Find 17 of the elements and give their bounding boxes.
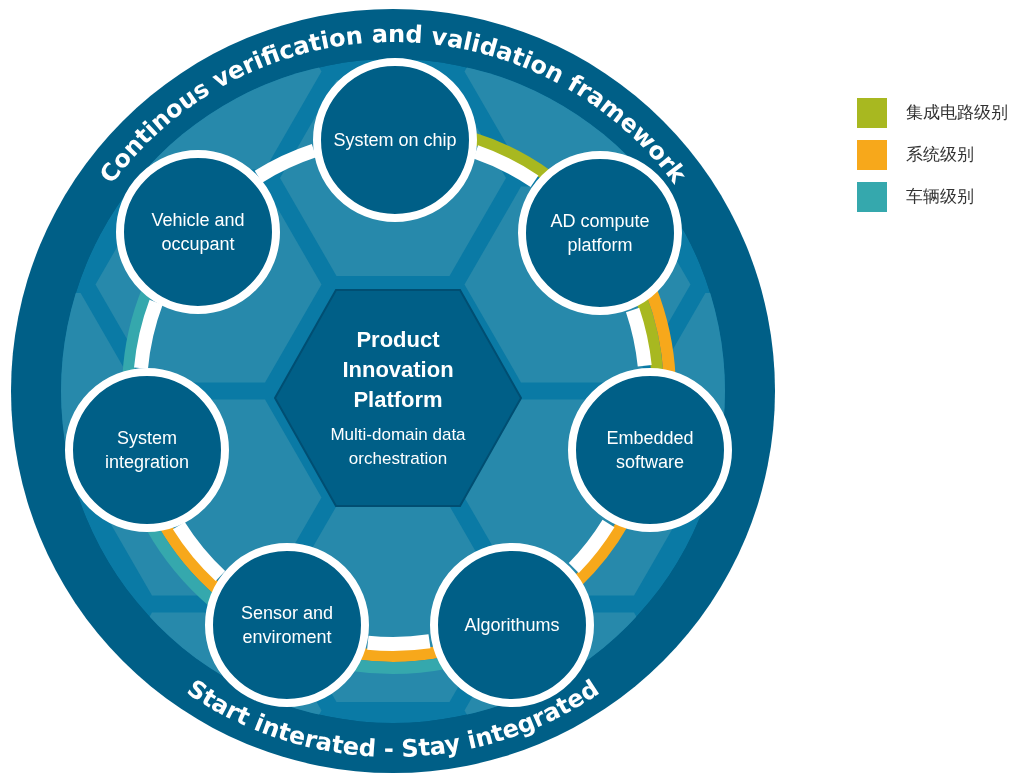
node-label: System integration [103, 427, 191, 474]
ring-connector [568, 519, 615, 573]
node-label: Algorithums [463, 614, 561, 637]
ring-connector [173, 521, 226, 581]
ring-connector [134, 299, 163, 370]
ring-connector [625, 307, 652, 367]
hexagon-subtitle: Multi-domain data orchestration [329, 424, 467, 470]
ring-connector [367, 634, 431, 651]
hexagon-title: Product Innovation Platform [341, 326, 455, 414]
legend-label: 集成电路级别 [906, 101, 1008, 124]
legend-label: 车辆级别 [906, 185, 974, 208]
node-label: AD compute platform [549, 210, 651, 257]
hexagon [274, 289, 522, 507]
node-label: Sensor and enviroment [239, 602, 335, 649]
legend-label: 系统级别 [906, 143, 974, 166]
node-label: Vehicle and occupant [150, 209, 246, 256]
node-label: Embedded software [605, 427, 695, 474]
